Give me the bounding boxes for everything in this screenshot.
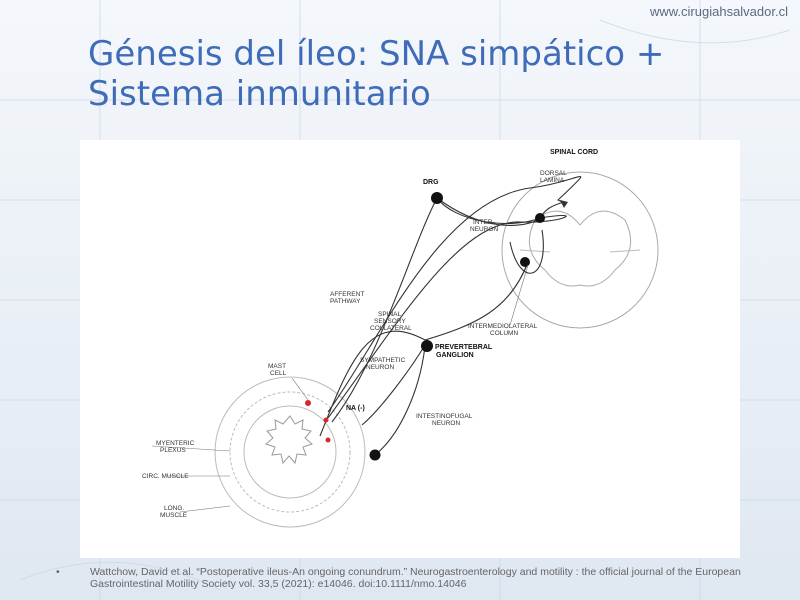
label-intestinofugal-neuron: NEURON (432, 420, 460, 427)
label-mast: MAST (268, 363, 286, 370)
reference-bullet: • (56, 566, 60, 578)
interneuron (535, 213, 545, 223)
label-intestinofugal: INTESTINOFUGAL (416, 413, 473, 420)
label-inter: INTER- (473, 219, 495, 226)
title-line-1: Génesis del íleo: SNA simpático + (88, 34, 665, 74)
label-lamina: LAMINA (540, 177, 565, 184)
label-spinal: SPINAL (378, 311, 402, 318)
diagram-svg: SPINAL CORD DORSAL LAMINA DRG INTER- NEU… (142, 149, 659, 528)
label-sympathetic-neuron: NEURON (366, 364, 394, 371)
label-myenteric: MYENTERIC (156, 440, 195, 447)
label-spinal-cord: SPINAL CORD (550, 149, 598, 156)
label-sensory: SENSORY (374, 318, 406, 325)
reference-citation: • Wattchow, David et al. “Postoperative … (56, 566, 756, 590)
label-plexus: PLEXUS (160, 447, 186, 454)
reference-text: Wattchow, David et al. “Postoperative il… (90, 566, 741, 590)
intestine-shape (214, 376, 366, 528)
label-collateral: COLLATERAL (370, 325, 412, 332)
label-muscle: MUSCLE (160, 512, 188, 519)
prevertebral-ganglion-neuron (421, 340, 433, 352)
slide-title: Génesis del íleo: SNA simpático + Sistem… (88, 34, 778, 114)
label-cell: CELL (270, 370, 287, 377)
pathway-lines (319, 176, 582, 456)
label-circ-muscle: CIRC. MUSCLE (142, 473, 189, 480)
mast-cells (305, 400, 331, 443)
label-long: LONG. (164, 505, 184, 512)
arrow-head (560, 200, 568, 208)
title-line-2: Sistema inmunitario (88, 74, 431, 114)
label-ganglion: GANGLION (436, 352, 474, 359)
neural-pathway-diagram: SPINAL CORD DORSAL LAMINA DRG INTER- NEU… (80, 140, 740, 558)
label-interneuron: NEURON (470, 226, 498, 233)
intermediolateral-neuron (520, 257, 530, 267)
label-drg: DRG (423, 179, 439, 186)
pointer-lines (151, 264, 529, 513)
label-column: COLUMN (490, 330, 518, 337)
label-sympathetic: SYMPATHETIC (360, 357, 406, 364)
label-pathway: PATHWAY (330, 298, 361, 305)
intestinofugal-neuron (369, 449, 381, 461)
label-dorsal: DORSAL (540, 170, 567, 177)
label-intermediolateral: INTERMEDIOLATERAL (468, 323, 538, 330)
label-na: NA (-) (346, 405, 365, 412)
label-afferent: AFFERENT (330, 291, 364, 298)
drg-neuron (431, 192, 443, 204)
spinal-cord-shape (501, 171, 659, 329)
site-url: www.cirugiahsalvador.cl (649, 4, 788, 19)
label-prevertebral: PREVERTEBRAL (435, 344, 493, 351)
